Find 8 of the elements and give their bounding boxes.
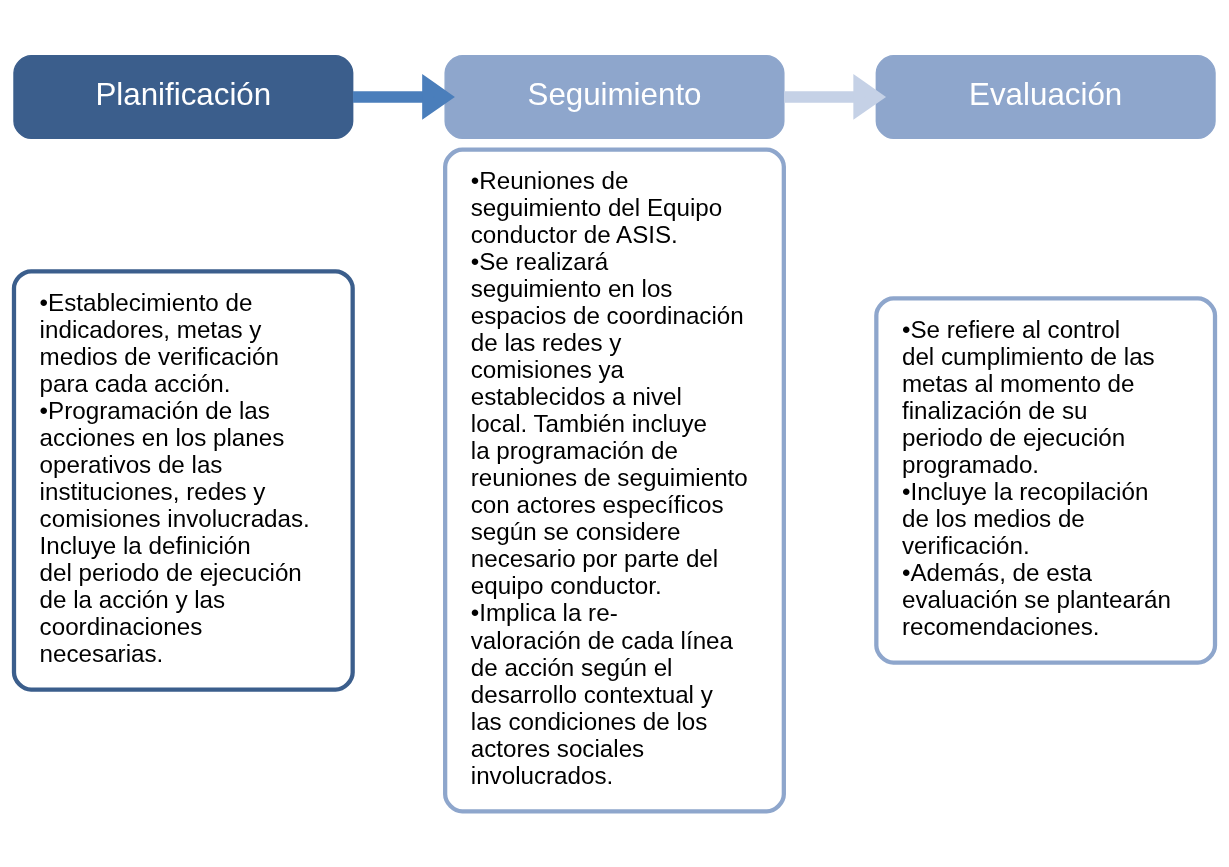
node-box: •Establecimiento de indicadores, metas y medios de verificación para cada acción. •Programación de las acciones en los planes operativos de las instituciones, redes y comisiones involucradas. Incluye la definición del periodo de ejecución de la acción y las coordinaciones necesarias. xyxy=(11,269,355,692)
node-box: •Se refiere al control del cumplimiento de las metas al momento de finalización de su periodo de ejecución programado. •Incluye la recopilación de los medios de verificación. •Además, de esta evaluación se plantearán recomendaciones. xyxy=(874,296,1218,665)
node-box: •Reuniones de seguimiento del Equipo conductor de ASIS. •Se realizará seguimiento en los espacios de coordinación de las redes y comisiones ya establecidos a nivel local. También incluye la programación de reuniones de seguimiento con actores específicos según se considere necesario por parte del equipo conductor. •Implica la re-valoración de cada línea de acción según el desarrollo contextual y las condiciones de los actores sociales involucrados. xyxy=(443,147,786,814)
arrow xyxy=(353,74,455,120)
arrow xyxy=(784,74,887,120)
node-box: Planificación xyxy=(13,55,354,139)
node-box: Seguimiento xyxy=(444,55,785,139)
node-box: Evaluación xyxy=(875,55,1216,139)
